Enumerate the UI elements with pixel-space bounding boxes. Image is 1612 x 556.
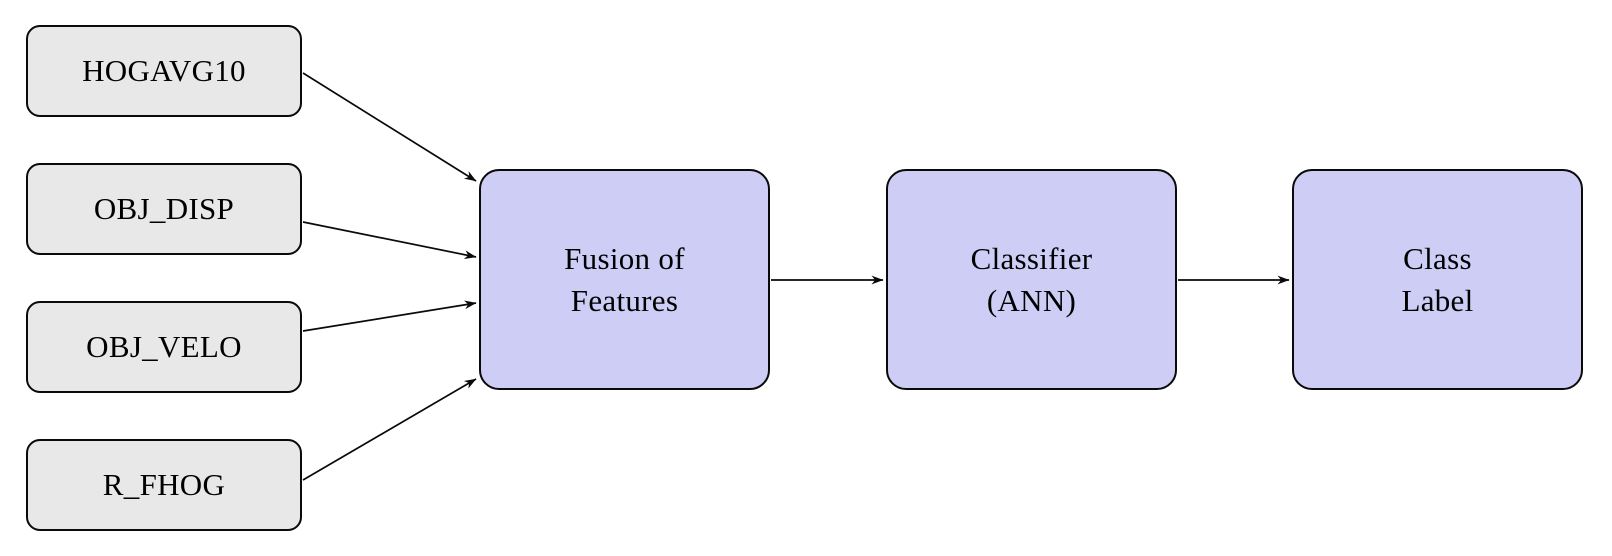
input-node-hogavg10-label: HOGAVG10 [82,53,246,88]
input-node-r-fhog: R_FHOG [26,439,302,531]
classifier-node-label-line2: (ANN) [986,282,1077,318]
classifier-node: Classifier (ANN) [886,169,1177,390]
edge-objvelo-to-fusion [302,300,477,332]
classifier-node-label-line1: Classifier [970,240,1093,276]
edge-rfhog-to-fusion [302,378,477,481]
class-label-node: Class Label [1292,169,1583,390]
input-node-obj-velo-label: OBJ_VELO [86,329,242,364]
fusion-node-label-line2: Features [570,282,679,318]
input-node-r-fhog-label: R_FHOG [102,467,226,502]
edge-hogavg10-to-fusion [302,72,477,182]
input-node-obj-disp-label: OBJ_DISP [93,191,235,226]
input-node-obj-disp: OBJ_DISP [26,163,302,255]
fusion-node-label-line1: Fusion of [564,240,685,276]
edge-objdisp-to-fusion [302,221,477,260]
class-label-node-label-line1: Class [1403,240,1472,276]
input-node-obj-velo: OBJ_VELO [26,301,302,393]
input-node-hogavg10: HOGAVG10 [26,25,302,117]
class-label-node-label-line2: Label [1401,282,1474,318]
fusion-node: Fusion of Features [479,169,770,390]
